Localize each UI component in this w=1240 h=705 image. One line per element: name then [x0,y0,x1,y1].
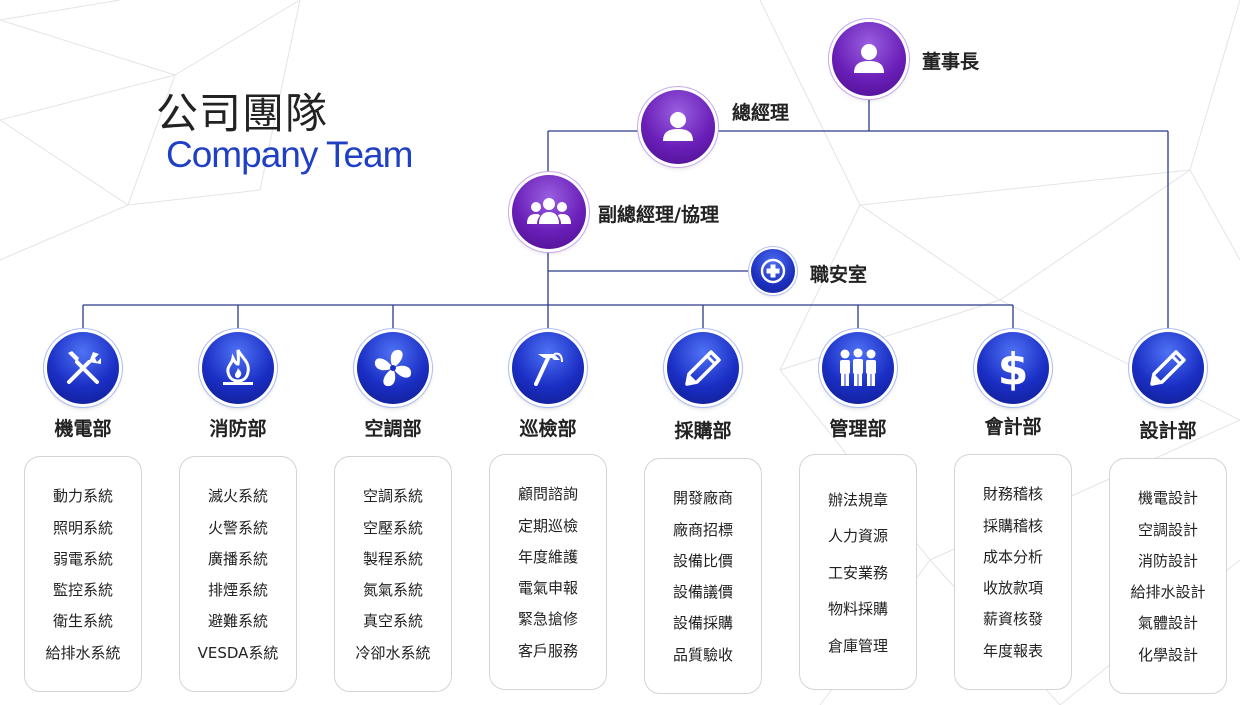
duty-item: VESDA系統 [197,643,279,662]
duty-item: 給排水設計 [1130,583,1206,602]
duty-item: 廠商招標 [672,520,733,539]
department-node [822,332,894,404]
safety-office-node [751,249,795,293]
duty-item: 開發廠商 [672,489,733,508]
duty-item: 成本分析 [982,547,1043,566]
dollar-icon: $ [989,342,1037,394]
department-node [47,332,119,404]
department-node [1132,332,1204,404]
medical-cross-icon [760,258,786,284]
department-node [667,332,739,404]
general-manager-node [641,90,715,164]
page-title: 公司團隊 [156,89,329,138]
duty-item: 收放款項 [982,579,1043,598]
department-node [357,332,429,404]
department-node: $ [977,332,1049,404]
department-duties-card: 機電設計空調設計消防設計給排水設計氣體設計化學設計 [1109,458,1227,694]
duty-item: 電氣申報 [517,579,578,598]
department-name: 會計部 [984,416,1042,438]
duty-item: 空調設計 [1137,520,1198,539]
fan-icon [368,343,418,393]
department-name: 採購部 [674,420,732,442]
department-name: 空調部 [364,418,422,440]
duty-item: 冷卻水系統 [355,643,431,662]
duty-item: 真空系統 [362,612,423,631]
duty-item: 排煙系統 [207,581,268,600]
department-node [512,332,584,404]
department-name: 管理部 [829,418,887,440]
duty-item: 倉庫管理 [827,636,888,655]
duty-item: 定期巡檢 [517,516,578,535]
duty-item: 氮氣系統 [362,581,423,600]
duty-item: 顧問諮詢 [517,485,578,504]
department-duties-card: 顧問諮詢定期巡檢年度維護電氣申報緊急搶修客戶服務 [489,454,607,690]
duty-item: 設備議價 [672,583,733,602]
duty-item: 薪資核發 [982,610,1043,629]
deputy-manager-label: 副總經理/協理 [598,204,719,226]
duty-item: 採購稽核 [982,516,1043,535]
duty-item: 空調系統 [362,487,423,506]
chairman-label: 董事長 [922,51,980,73]
pencil-icon [1144,344,1192,392]
flame-icon [214,344,262,392]
department-duties-card: 空調系統空壓系統製程系統氮氣系統真空系統冷卻水系統 [334,456,452,692]
department-duties-card: 財務稽核採購稽核成本分析收放款項薪資核發年度報表 [954,454,1072,690]
person-icon [663,112,693,141]
duty-item: 客戶服務 [517,641,578,660]
duty-item: 設備比價 [672,551,733,570]
duty-item: 動力系統 [52,487,113,506]
duty-item: 監控系統 [52,581,113,600]
duty-item: 火警系統 [207,518,268,537]
duty-item: 衛生系統 [52,612,113,631]
duty-item: 給排水系統 [45,643,121,662]
department-node [202,332,274,404]
duty-item: 照明系統 [52,518,113,537]
chairman-node [832,22,906,96]
duty-item: 弱電系統 [52,549,113,568]
group-icon [527,198,571,224]
page-subtitle: Company Team [166,134,413,175]
department-duties-card: 滅火系統火警系統廣播系統排煙系統避難系統 VESDA系統 [179,456,297,692]
duty-item: 避難系統 [207,612,268,631]
duty-item: 製程系統 [362,549,423,568]
duty-item: 財務稽核 [982,485,1043,504]
duty-item: 年度報表 [982,641,1043,660]
duty-item: 物料採購 [827,600,888,618]
department-name: 機電部 [54,418,112,440]
duty-item: 氣體設計 [1137,614,1198,633]
pencil-icon [679,344,727,392]
duty-item: 化學設計 [1137,645,1198,664]
tools-icon [59,344,107,392]
duty-item: 年度維護 [517,547,578,566]
duty-item: 工安業務 [827,563,888,582]
duty-item: 品質驗收 [672,645,733,664]
department-name: 巡檢部 [519,418,577,440]
duty-item: 滅火系統 [207,487,268,506]
person-icon [854,44,884,73]
department-duties-card: 動力系統照明系統弱電系統監控系統衛生系統給排水系統 [24,456,142,692]
general-manager-label: 總經理 [732,102,790,124]
department-duties-card: 開發廠商廠商招標設備比價設備議價設備採購品質驗收 [644,458,762,694]
duty-item: 消防設計 [1137,551,1198,570]
deputy-manager-node [512,175,586,249]
department-duties-card: 辦法規章人力資源工安業務物料採購倉庫管理 [799,454,917,690]
department-name: 設計部 [1139,420,1197,442]
duty-item: 設備採購 [672,614,733,633]
duty-item: 緊急搶修 [517,610,578,629]
duty-item: 廣播系統 [207,549,268,568]
duty-item: 辦法規章 [827,490,888,509]
safety-office-label: 職安室 [810,264,868,286]
svg-text:$: $ [998,344,1029,394]
department-name: 消防部 [209,418,267,440]
duty-item: 人力資源 [827,527,888,545]
hammer-icon [524,344,572,392]
people-icon [832,344,884,392]
duty-item: 機電設計 [1137,489,1198,508]
duty-item: 空壓系統 [362,518,423,537]
